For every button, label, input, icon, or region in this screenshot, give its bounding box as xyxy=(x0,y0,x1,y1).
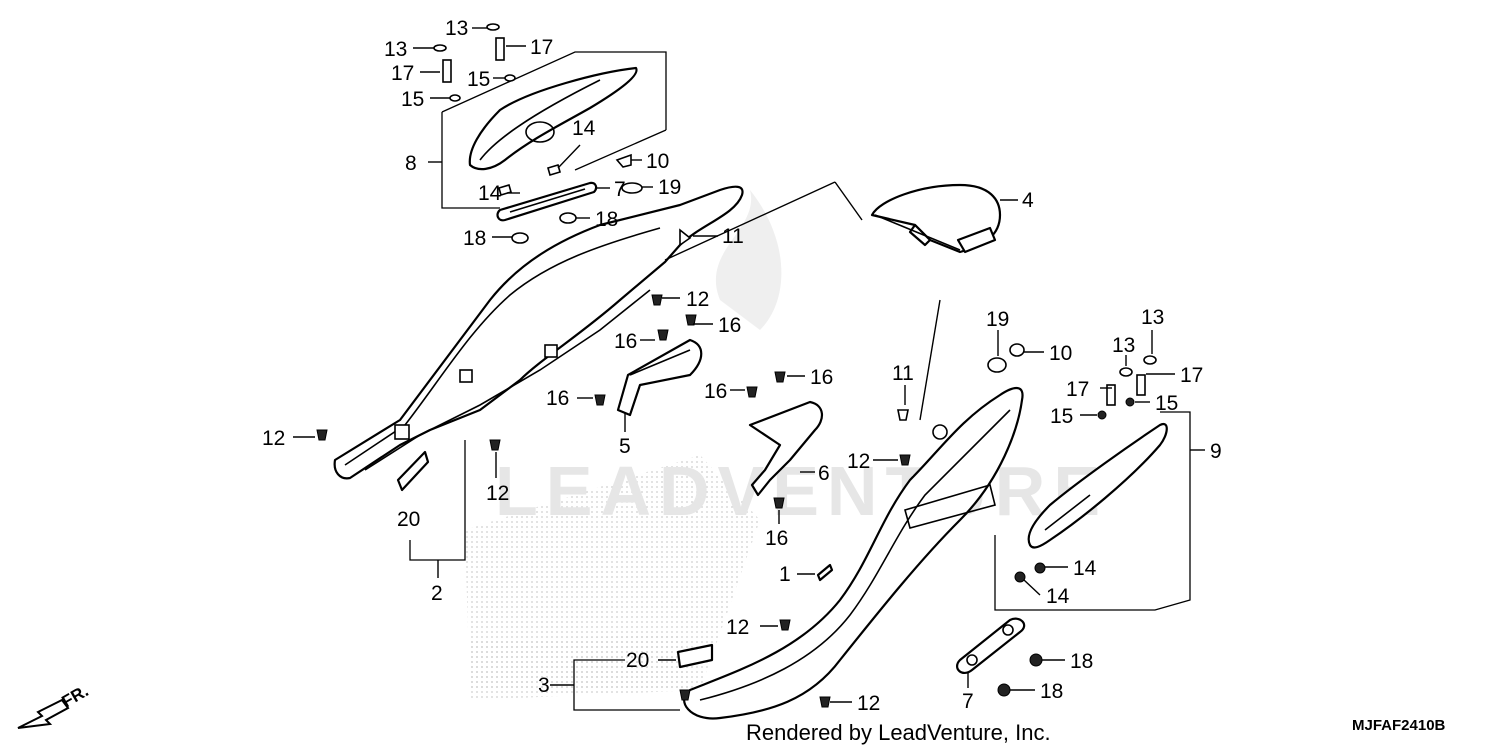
callout-12[interactable]: 12 xyxy=(726,616,749,639)
callout-18[interactable]: 18 xyxy=(595,208,618,231)
callout-13[interactable]: 13 xyxy=(445,17,468,40)
callout-20[interactable]: 20 xyxy=(397,508,420,531)
callout-20[interactable]: 20 xyxy=(626,649,649,672)
callout-16[interactable]: 16 xyxy=(718,314,741,337)
callout-17[interactable]: 17 xyxy=(1180,364,1203,387)
callout-1[interactable]: 1 xyxy=(779,563,791,586)
callout-7[interactable]: 7 xyxy=(614,178,626,201)
callout-9[interactable]: 9 xyxy=(1210,440,1222,463)
callouts: 13 13 17 17 15 15 8 14 10 14 7 19 18 18 … xyxy=(262,17,1222,715)
part-8-rail-cover[interactable] xyxy=(441,51,667,209)
callout-18[interactable]: 18 xyxy=(1040,680,1063,703)
callout-15[interactable]: 15 xyxy=(467,68,490,91)
callout-13[interactable]: 13 xyxy=(1141,306,1164,329)
callout-3[interactable]: 3 xyxy=(538,674,550,697)
part-7-lower-bar[interactable] xyxy=(956,617,1026,675)
callout-11[interactable]: 11 xyxy=(892,362,914,385)
part-4-rear-cowl[interactable] xyxy=(870,183,1002,254)
callout-12[interactable]: 12 xyxy=(262,427,285,450)
callout-12[interactable]: 12 xyxy=(686,288,709,311)
callout-10[interactable]: 10 xyxy=(1049,342,1072,365)
part-1-trim[interactable] xyxy=(816,563,834,582)
diagram-code: MJFAF2410B xyxy=(1352,717,1446,734)
callout-14[interactable]: 14 xyxy=(478,182,502,205)
part-20-emblem-lower[interactable] xyxy=(676,643,714,669)
callout-12[interactable]: 12 xyxy=(486,482,509,505)
callout-11[interactable]: 11 xyxy=(722,225,744,248)
part-6-bracket[interactable] xyxy=(748,400,823,497)
part-2-side-cover[interactable] xyxy=(333,185,744,480)
callout-14[interactable]: 14 xyxy=(572,117,596,140)
footer-credit: Rendered by LeadVenture, Inc. xyxy=(746,720,1051,745)
callout-16[interactable]: 16 xyxy=(546,387,569,410)
part-5-bracket[interactable] xyxy=(616,338,703,417)
callout-13[interactable]: 13 xyxy=(384,38,407,61)
part-20-emblem-left[interactable] xyxy=(396,450,430,492)
part-7-rail-bar[interactable] xyxy=(496,181,598,222)
callout-14[interactable]: 14 xyxy=(1046,585,1070,608)
callout-7[interactable]: 7 xyxy=(962,690,974,713)
callout-10[interactable]: 10 xyxy=(646,150,669,173)
callout-17[interactable]: 17 xyxy=(530,36,553,59)
callout-12[interactable]: 12 xyxy=(857,692,880,715)
part-3-side-cover[interactable] xyxy=(683,387,1024,720)
callout-12[interactable]: 12 xyxy=(847,450,870,473)
callout-13[interactable]: 13 xyxy=(1112,334,1135,357)
watermark-text: LEADVENTURE xyxy=(495,452,1108,530)
front-direction-arrow: FR. xyxy=(17,681,92,729)
fasteners xyxy=(316,23,1157,708)
callout-17[interactable]: 17 xyxy=(1066,378,1089,401)
callout-6[interactable]: 6 xyxy=(818,462,830,485)
leader-lines xyxy=(293,27,1205,711)
callout-19[interactable]: 19 xyxy=(658,176,681,199)
part-9-rail-cover[interactable] xyxy=(994,411,1191,611)
callout-19[interactable]: 19 xyxy=(986,308,1009,331)
callout-14[interactable]: 14 xyxy=(1073,557,1097,580)
callout-16[interactable]: 16 xyxy=(765,527,788,550)
callout-15[interactable]: 15 xyxy=(1155,392,1178,415)
callout-2[interactable]: 2 xyxy=(431,582,443,605)
callout-18[interactable]: 18 xyxy=(1070,650,1093,673)
callout-16[interactable]: 16 xyxy=(810,366,833,389)
callout-16[interactable]: 16 xyxy=(704,380,727,403)
callout-15[interactable]: 15 xyxy=(1050,405,1073,428)
callout-18[interactable]: 18 xyxy=(463,227,486,250)
callout-16[interactable]: 16 xyxy=(614,330,637,353)
callout-15[interactable]: 15 xyxy=(401,88,424,111)
callout-4[interactable]: 4 xyxy=(1022,189,1034,212)
callout-5[interactable]: 5 xyxy=(619,435,631,458)
callout-17[interactable]: 17 xyxy=(391,62,414,85)
callout-8[interactable]: 8 xyxy=(405,152,417,175)
watermark: LEADVENTURE xyxy=(465,190,1108,700)
